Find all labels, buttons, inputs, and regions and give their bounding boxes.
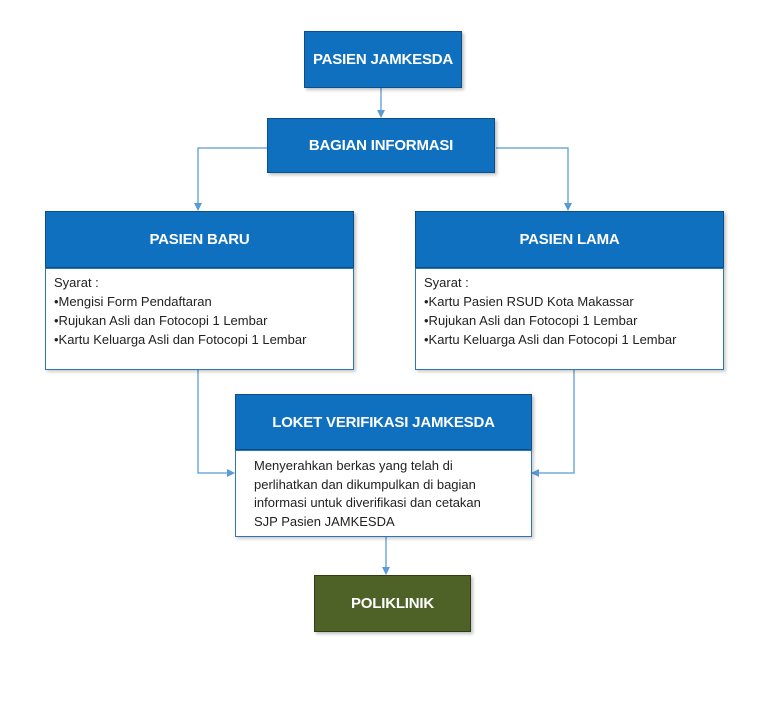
requirement-line: •Rujukan Asli dan Fotocopi 1 Lembar xyxy=(54,313,268,328)
requirement-line: •Kartu Keluarga Asli dan Fotocopi 1 Lemb… xyxy=(424,332,677,347)
requirement-line: Syarat : xyxy=(424,275,469,290)
requirement-line: Syarat : xyxy=(54,275,99,290)
arrow-lama-to-loket xyxy=(531,370,575,477)
description-line: informasi untuk diverifikasi dan cetakan xyxy=(254,495,481,510)
node-pasien-lama-header: PASIEN LAMA xyxy=(415,211,724,268)
node-bagian-informasi: BAGIAN INFORMASI xyxy=(267,118,495,173)
requirement-line: •Kartu Pasien RSUD Kota Makassar xyxy=(424,294,634,309)
description-line: SJP Pasien JAMKESDA xyxy=(254,513,395,529)
node-poliklinik-label: POLIKLINIK xyxy=(351,595,434,612)
node-poliklinik: POLIKLINIK xyxy=(314,575,471,632)
description-line: Menyerahkan berkas yang telah di xyxy=(254,458,453,473)
node-loket-verifikasi-title: LOKET VERIFIKASI JAMKESDA xyxy=(272,413,495,431)
node-pasien-baru-header: PASIEN BARU xyxy=(45,211,354,268)
arrow-informasi-to-lama xyxy=(496,147,572,211)
arrow-informasi-to-baru xyxy=(194,147,268,211)
arrow-baru-to-loket xyxy=(197,370,235,477)
node-pasien-baru-requirements: Syarat : •Mengisi Form Pendaftaran •Ruju… xyxy=(45,268,354,370)
node-loket-verifikasi-header: LOKET VERIFIKASI JAMKESDA xyxy=(235,394,532,450)
node-pasien-lama-title: PASIEN LAMA xyxy=(519,231,620,248)
requirement-line: •Mengisi Form Pendaftaran xyxy=(54,294,212,309)
requirement-line: •Kartu Keluarga Asli dan Fotocopi 1 Lemb… xyxy=(54,332,307,347)
node-bagian-informasi-label: BAGIAN INFORMASI xyxy=(308,137,454,154)
node-loket-verifikasi-description: Menyerahkan berkas yang telah di perliha… xyxy=(235,450,532,537)
node-pasien-lama-requirements: Syarat : •Kartu Pasien RSUD Kota Makassa… xyxy=(415,268,724,370)
requirement-line: •Rujukan Asli dan Fotocopi 1 Lembar xyxy=(424,313,638,328)
node-pasien-jamkesda: PASIEN JAMKESDA xyxy=(304,31,462,88)
description-line: perlihatkan dan dikumpulkan di bagian xyxy=(254,476,476,492)
node-pasien-baru-title: PASIEN BARU xyxy=(149,231,250,248)
node-pasien-jamkesda-label: PASIEN JAMKESDA xyxy=(312,51,454,68)
